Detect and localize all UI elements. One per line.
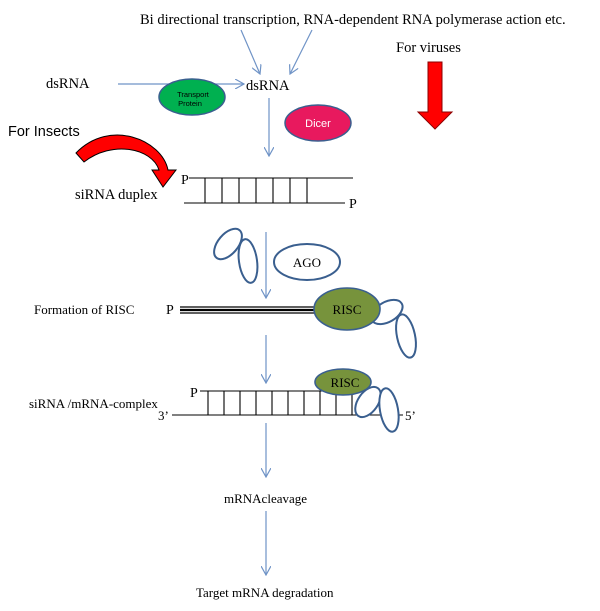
formation-of-risc-label: Formation of RISC [34,302,134,317]
complex-ring-1 [354,385,382,419]
risc-label-formation: RISC [333,302,362,317]
risc-ring-2 [395,313,417,359]
ago-loose-ellipse-2 [237,238,259,284]
dicer-ellipse [284,104,352,142]
risc-guide-strand [180,306,322,314]
for-insects-curved-red-arrow [75,134,178,188]
target-degradation-label: Target mRNA degradation [196,585,334,600]
ago-label: AGO [293,255,321,270]
risc-ellipse-formation [313,287,381,331]
sirna-mrna-strands [172,390,403,416]
three-prime-label: 3’ [158,408,169,423]
transport-protein-line2: Protein [178,99,202,108]
complex-ring-2 [378,387,400,433]
dsrna-center-label: dsRNA [246,78,290,94]
duplex-p-bottom: P [349,197,357,212]
risc-ellipse-complex [314,368,372,396]
top-label: Bi directional transcription, RNA-depend… [140,12,566,28]
complex-p-marker: P [190,386,198,401]
for-viruses-label: For viruses [396,40,461,56]
five-prime-label: 5’ [405,408,416,423]
for-viruses-red-arrow [416,61,454,130]
for-insects-label: For Insects [8,124,80,140]
mrna-cleavage-label: mRNAcleavage [224,491,307,506]
risc-label-complex: RISC [331,375,360,390]
sirna-mrna-complex-label: siRNA /mRNA-complex [29,396,158,411]
risc-p-marker: P [166,303,174,318]
arrow-top-right [290,29,313,74]
dsrna-left-label: dsRNA [46,76,90,92]
duplex-p-top: P [181,173,189,188]
transport-protein-line1: Transport [177,90,210,99]
arrow-top-left [240,29,260,74]
ago-loose-ellipse-1 [213,227,243,261]
dicer-label: Dicer [305,118,331,130]
ago-ellipse [273,243,341,281]
sirna-duplex-label: siRNA duplex [75,187,158,203]
sirna-duplex-strands [184,177,353,204]
transport-protein-ellipse [158,78,226,116]
